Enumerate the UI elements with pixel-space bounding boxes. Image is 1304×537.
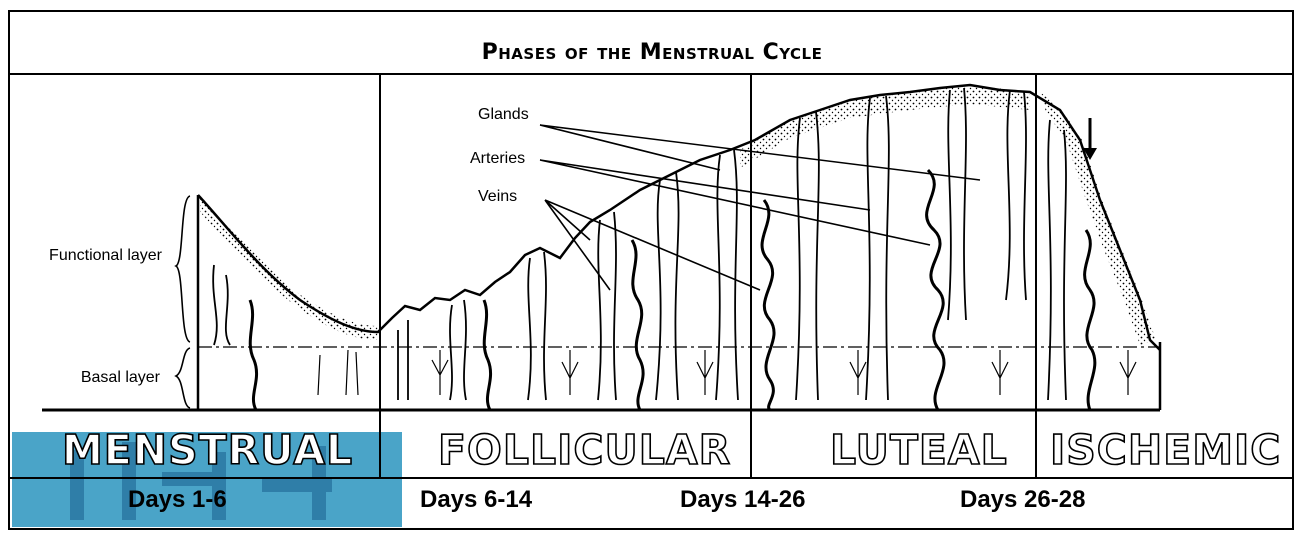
gland [398, 320, 408, 400]
artery [762, 200, 774, 410]
glands-label: Glands [478, 106, 529, 124]
days-follicular: Days 6-14 [420, 486, 532, 514]
vein [318, 350, 358, 395]
vein [850, 350, 866, 395]
artery [1085, 230, 1095, 410]
vein [432, 350, 448, 395]
functional-layer-label: Functional layer [40, 246, 162, 265]
gland [866, 96, 889, 400]
stipple-band-ischemic [1040, 92, 1156, 345]
gland [948, 88, 966, 320]
vein [562, 350, 578, 395]
gland [213, 265, 217, 345]
phase-label-luteal: LUTEAL [830, 430, 1008, 471]
veins-label: Veins [478, 188, 517, 206]
artery [632, 240, 643, 410]
artery [250, 300, 257, 410]
arteries-label: Arteries [470, 150, 525, 168]
days-ischemic: Days 26-28 [960, 486, 1085, 514]
gland [796, 112, 819, 400]
phase-label-follicular: FOLLICULAR [438, 430, 731, 471]
days-menstrual: Days 1-6 [128, 486, 227, 514]
gland [450, 300, 466, 400]
basal-layer-brace [176, 348, 190, 408]
veins-leader [545, 200, 760, 290]
gland [598, 212, 616, 400]
artery [927, 170, 944, 410]
glands-leader [540, 125, 980, 180]
gland [1006, 90, 1026, 300]
functional-layer-brace [176, 196, 190, 342]
vein [697, 350, 713, 395]
days-luteal: Days 14-26 [680, 486, 805, 514]
vein [1120, 350, 1136, 395]
gland [1048, 120, 1066, 400]
phase-label-menstrual: MENSTRUAL [62, 430, 353, 471]
artery [484, 300, 491, 410]
gland [656, 172, 679, 400]
gland [226, 275, 230, 345]
phase-label-ischemic: ISCHEMIC [1050, 430, 1281, 471]
gland [528, 252, 546, 400]
basal-layer-label: Basal layer [30, 368, 160, 387]
vein [992, 350, 1008, 395]
